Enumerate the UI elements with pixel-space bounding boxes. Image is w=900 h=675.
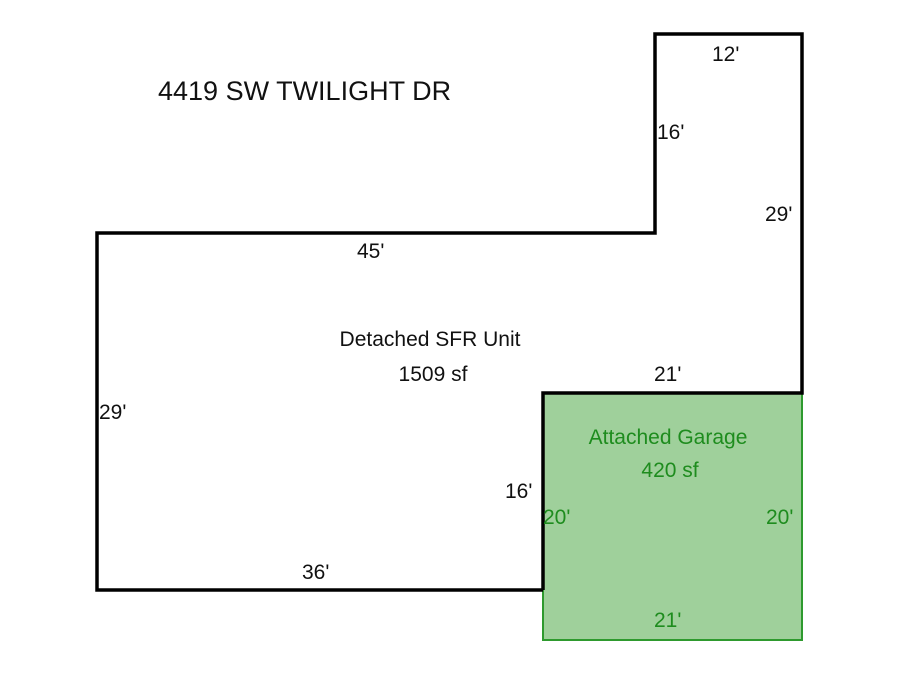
garage-label: Attached Garage <box>588 426 748 449</box>
dim-garage-left: 20' <box>543 506 571 529</box>
dim-bottom: 36' <box>302 561 330 584</box>
main-unit-outline <box>95 32 804 592</box>
dim-top: 45' <box>357 240 385 263</box>
dim-garage-top: 21' <box>654 363 682 386</box>
dim-inner-right: 16' <box>505 480 533 503</box>
dim-right: 29' <box>765 203 793 226</box>
main-unit-label: Detached SFR Unit <box>339 328 521 351</box>
main-unit-area: 1509 sf <box>398 363 468 386</box>
dim-garage-bottom: 21' <box>654 609 682 632</box>
property-address-title: 4419 SW TWILIGHT DR <box>158 76 452 106</box>
dim-garage-right: 20' <box>766 506 794 529</box>
dim-left: 29' <box>99 401 127 424</box>
garage-area-label: 420 sf <box>641 459 699 482</box>
dim-bump-top: 12' <box>712 43 740 66</box>
dim-bump-left: 16' <box>657 121 685 144</box>
garage-area <box>542 392 803 641</box>
